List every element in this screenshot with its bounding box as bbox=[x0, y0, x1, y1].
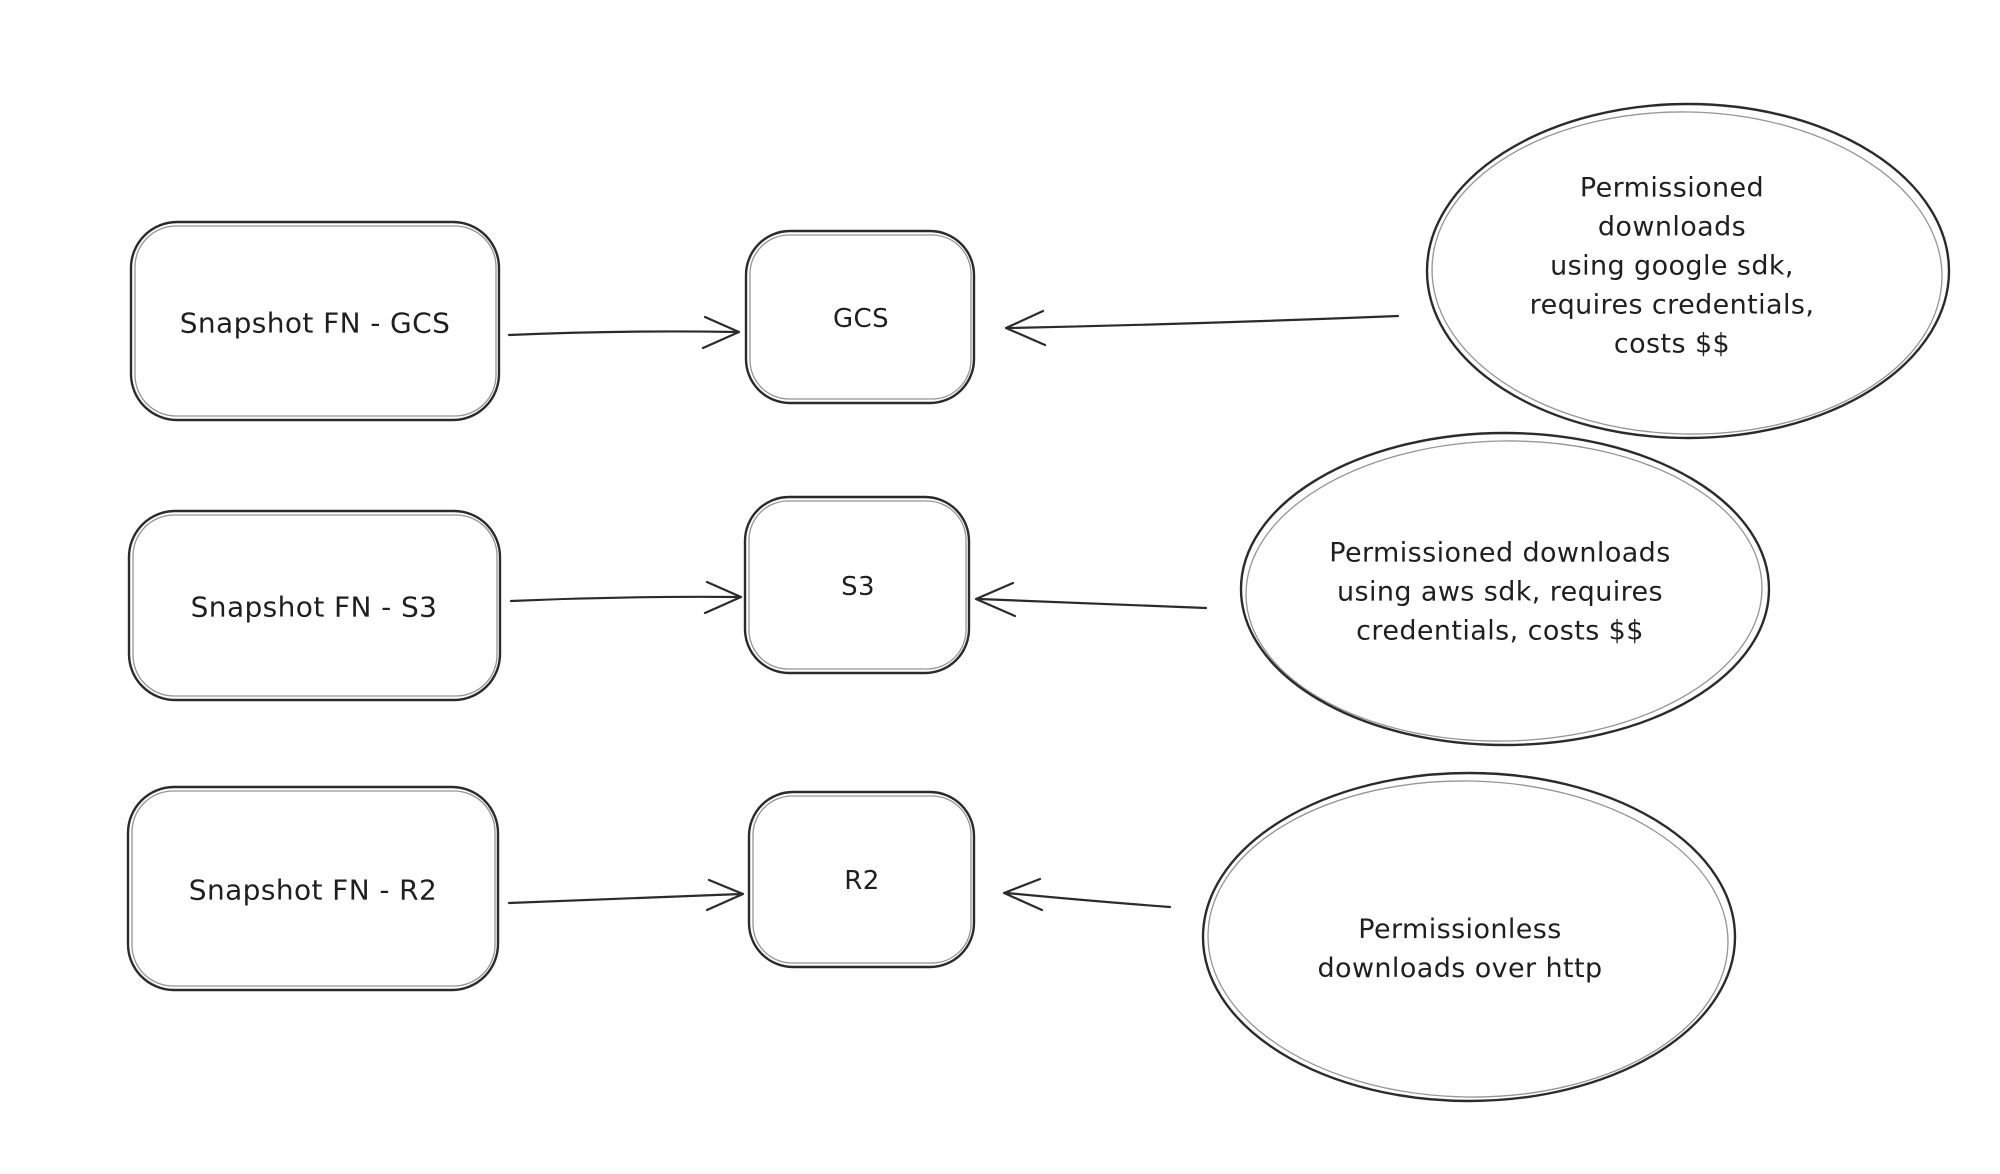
arrow-note-to-gcs bbox=[1004, 309, 1400, 347]
source-box-r2-label: Snapshot FN - R2 bbox=[188, 873, 438, 907]
source-box-gcs-label: Snapshot FN - GCS bbox=[179, 306, 451, 340]
target-box-r2-shape-echo bbox=[752, 795, 972, 964]
note-ellipse-r2-shape-echo bbox=[1207, 780, 1729, 1098]
source-box-s3-shape-echo bbox=[132, 514, 498, 697]
source-box-r2-shape-echo bbox=[131, 790, 496, 987]
arrow-note-to-s3 bbox=[974, 581, 1208, 618]
note-ellipse-s3-shape-echo bbox=[1245, 440, 1763, 742]
target-box-s3-shape bbox=[743, 495, 971, 675]
target-box-gcs-shape bbox=[744, 229, 976, 405]
source-box-s3-label: Snapshot FN - S3 bbox=[190, 590, 438, 624]
arrow-s3-source-to-target bbox=[509, 580, 743, 615]
note-ellipse-s3-shape bbox=[1239, 431, 1771, 747]
target-box-s3-label: S3 bbox=[841, 572, 875, 602]
flow-row-gcs bbox=[129, 102, 1951, 440]
note-ellipse-gcs-shape-echo bbox=[1431, 111, 1943, 435]
arrow-note-to-r2 bbox=[1002, 877, 1172, 912]
target-box-r2-label: R2 bbox=[844, 866, 880, 896]
flow-row-r2 bbox=[126, 771, 1737, 1103]
arrow-r2-source-to-target bbox=[507, 878, 745, 912]
flow-row-s3 bbox=[127, 431, 1771, 747]
arrow-gcs-source-to-target bbox=[507, 315, 741, 350]
target-box-gcs-label: GCS bbox=[832, 304, 890, 334]
note-ellipse-r2-shape bbox=[1201, 771, 1737, 1103]
note-r2-text: Permissionless downloads over http bbox=[1317, 914, 1603, 984]
target-box-s3-shape-echo bbox=[748, 500, 967, 670]
target-box-gcs-shape-echo bbox=[749, 234, 972, 400]
source-box-r2-shape bbox=[126, 785, 500, 992]
source-box-gcs-shape-echo bbox=[134, 225, 497, 417]
note-ellipse-gcs-shape bbox=[1425, 102, 1951, 440]
source-box-s3-shape bbox=[127, 509, 502, 702]
target-box-r2-shape bbox=[747, 790, 976, 969]
source-box-gcs-shape bbox=[129, 220, 501, 422]
note-gcs-text: Permissioned downloads using google sdk,… bbox=[1529, 172, 1815, 360]
note-s3-text: Permissioned downloads using aws sdk, re… bbox=[1329, 537, 1671, 647]
